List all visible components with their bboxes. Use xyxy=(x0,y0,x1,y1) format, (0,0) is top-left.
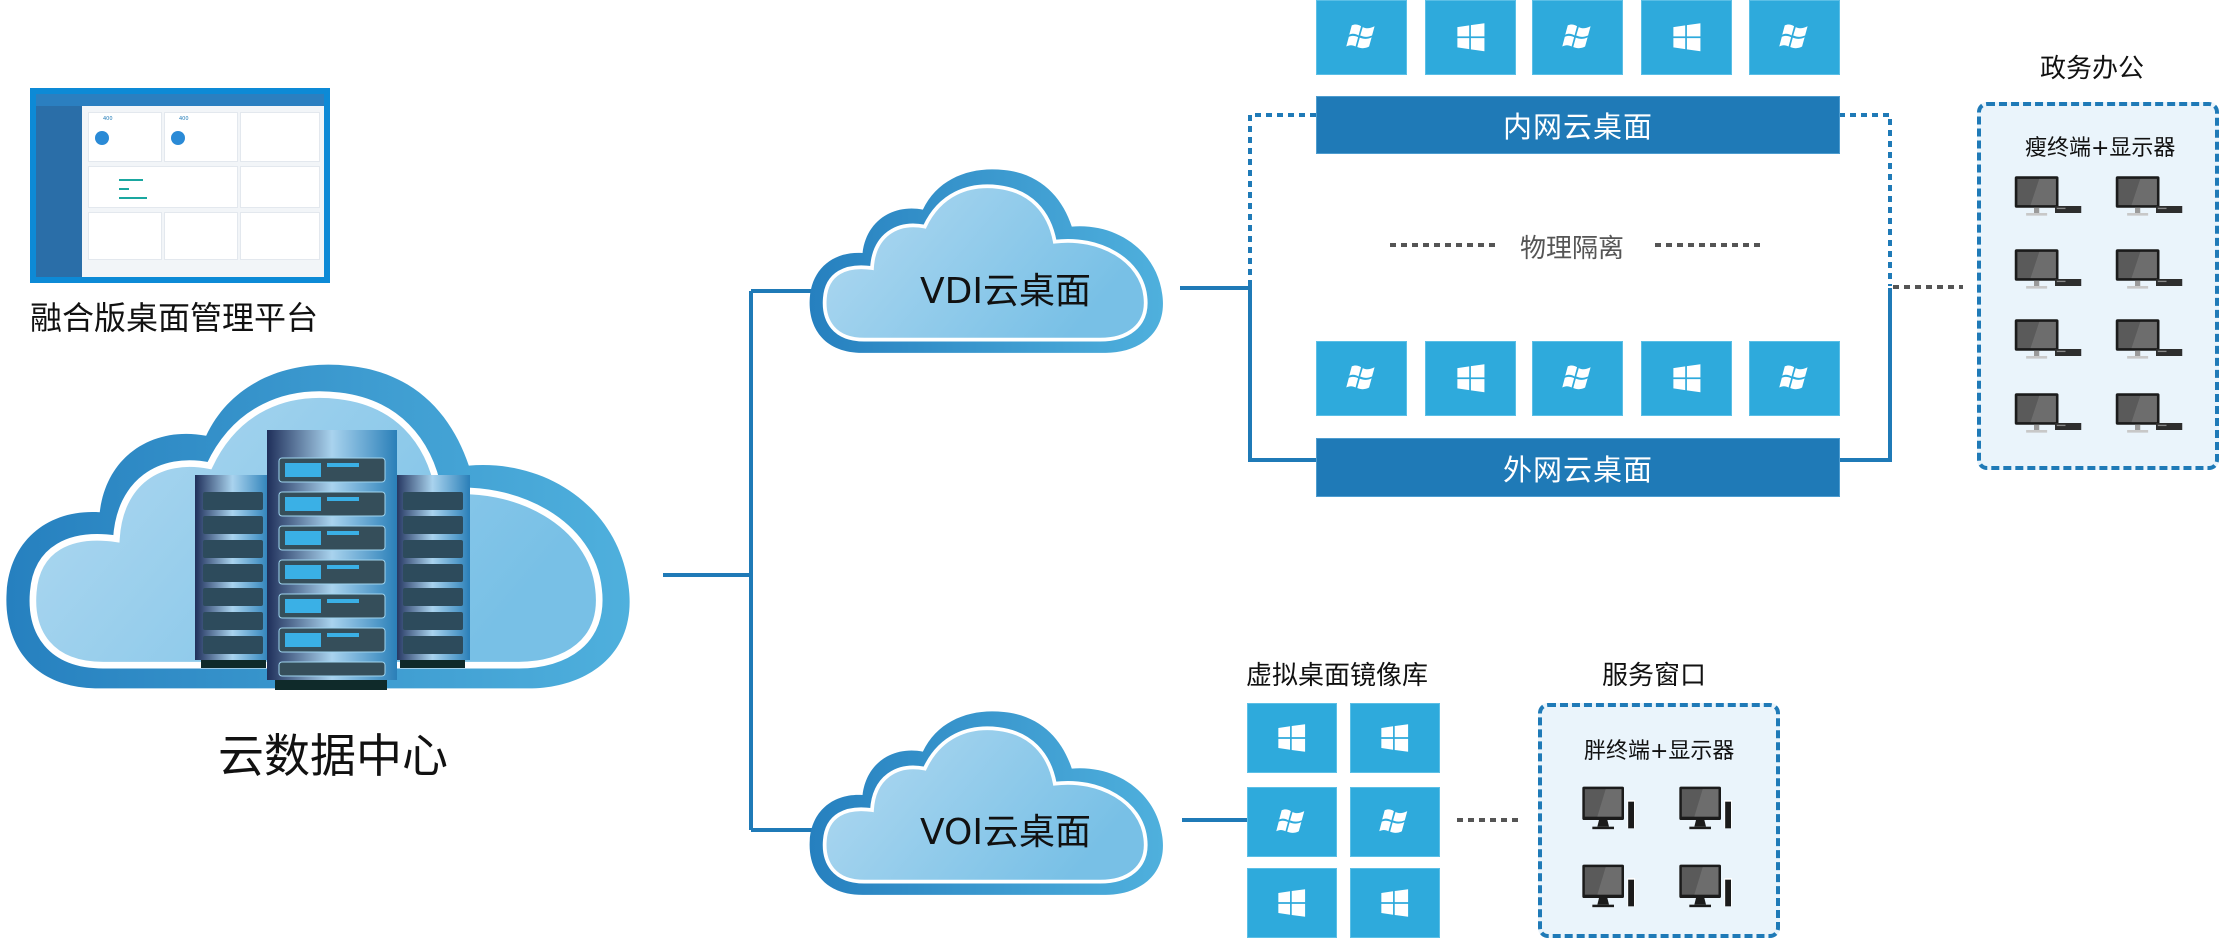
windows-7-logo-icon xyxy=(1378,805,1411,839)
intranet-tile-win7 xyxy=(1316,0,1407,75)
windows-7-logo-icon xyxy=(1275,805,1308,839)
data-center-label: 云数据中心 xyxy=(218,729,448,783)
thumb-card xyxy=(88,212,162,260)
image-tile-win10 xyxy=(1247,703,1337,773)
windows-10-logo-icon xyxy=(1378,721,1411,755)
thumb-card xyxy=(240,212,320,260)
thin-client-monitor-icon xyxy=(2013,391,2083,441)
windows-7-logo-icon xyxy=(1778,360,1812,397)
extranet-tile-win10 xyxy=(1641,341,1732,416)
thumb-card: 400 xyxy=(88,112,162,162)
fat-client-monitor-icon xyxy=(1580,863,1648,913)
thumb-stat-1: 400 xyxy=(103,116,113,122)
image-tile-win7 xyxy=(1247,787,1337,857)
gov-office-subtitle: 瘦终端+显示器 xyxy=(2025,136,2176,161)
dotted-intranet-right xyxy=(1839,113,1892,286)
service-window-panel: 胖终端+显示器 xyxy=(1538,703,1780,938)
thumb-card xyxy=(88,166,238,208)
thin-client-monitor-icon xyxy=(2013,174,2083,224)
service-window-title: 服务窗口 xyxy=(1602,661,1707,691)
intranet-tile-win7 xyxy=(1749,0,1840,75)
windows-10-logo-icon xyxy=(1670,360,1704,397)
extranet-tile-win7 xyxy=(1749,341,1840,416)
windows-7-logo-icon xyxy=(1561,360,1595,397)
gov-office-title: 政务办公 xyxy=(2040,54,2145,84)
intranet-tile-win10 xyxy=(1641,0,1732,75)
extranet-tile-win7 xyxy=(1532,341,1623,416)
thumb-header xyxy=(36,94,324,106)
windows-10-logo-icon xyxy=(1378,886,1411,920)
management-platform-label: 融合版桌面管理平台 xyxy=(30,299,319,337)
fat-client-monitor-icon xyxy=(1677,863,1745,913)
windows-7-logo-icon xyxy=(1561,19,1595,56)
extranet-desktop-bar: 外网云桌面 xyxy=(1316,438,1840,497)
image-tile-win7 xyxy=(1350,787,1440,857)
thin-client-monitor-icon xyxy=(2114,247,2184,297)
management-platform-screenshot: 400 400 xyxy=(30,88,330,283)
line-extranet-right xyxy=(1839,288,1892,462)
fat-client-monitor-icon xyxy=(1580,785,1648,835)
voi-cloud-label: VOI云桌面 xyxy=(920,812,1091,853)
windows-10-logo-icon xyxy=(1275,721,1308,755)
fat-client-monitor-icon xyxy=(1677,785,1745,835)
gov-office-panel: 瘦终端+显示器 xyxy=(1977,102,2219,470)
windows-10-logo-icon xyxy=(1275,886,1308,920)
windows-10-logo-icon xyxy=(1454,19,1488,56)
intranet-tile-win7 xyxy=(1532,0,1623,75)
thin-client-monitor-icon xyxy=(2114,317,2184,367)
intranet-tile-win10 xyxy=(1425,0,1516,75)
physical-isolation-label: 物理隔离 xyxy=(1520,234,1625,264)
thin-client-monitor-icon xyxy=(2114,174,2184,224)
thumb-card xyxy=(240,166,320,208)
thin-client-monitor-icon xyxy=(2114,391,2184,441)
windows-10-logo-icon xyxy=(1454,360,1488,397)
server-rack-icon xyxy=(195,430,470,690)
image-library-title: 虚拟桌面镜像库 xyxy=(1246,661,1429,691)
vdi-cloud-label: VDI云桌面 xyxy=(920,271,1091,312)
image-tile-win10 xyxy=(1247,868,1337,938)
line-vdi-extranet xyxy=(1180,286,1318,462)
thumb-stat-2: 400 xyxy=(179,116,189,122)
thumb-card: 400 xyxy=(164,112,238,162)
thumb-card xyxy=(164,212,238,260)
windows-7-logo-icon xyxy=(1778,19,1812,56)
thumb-card xyxy=(240,112,320,162)
dotted-vdi-intranet xyxy=(1248,113,1318,286)
extranet-tile-win10 xyxy=(1425,341,1516,416)
image-tile-win10 xyxy=(1350,703,1440,773)
thin-client-monitor-icon xyxy=(2013,247,2083,297)
windows-7-logo-icon xyxy=(1345,19,1379,56)
windows-10-logo-icon xyxy=(1670,19,1704,56)
windows-7-logo-icon xyxy=(1345,360,1379,397)
thumb-sidebar xyxy=(36,106,82,277)
service-window-subtitle: 胖终端+显示器 xyxy=(1584,739,1735,764)
thin-client-monitor-icon xyxy=(2013,317,2083,367)
image-tile-win10 xyxy=(1350,868,1440,938)
intranet-desktop-bar: 内网云桌面 xyxy=(1316,96,1840,154)
extranet-tile-win7 xyxy=(1316,341,1407,416)
